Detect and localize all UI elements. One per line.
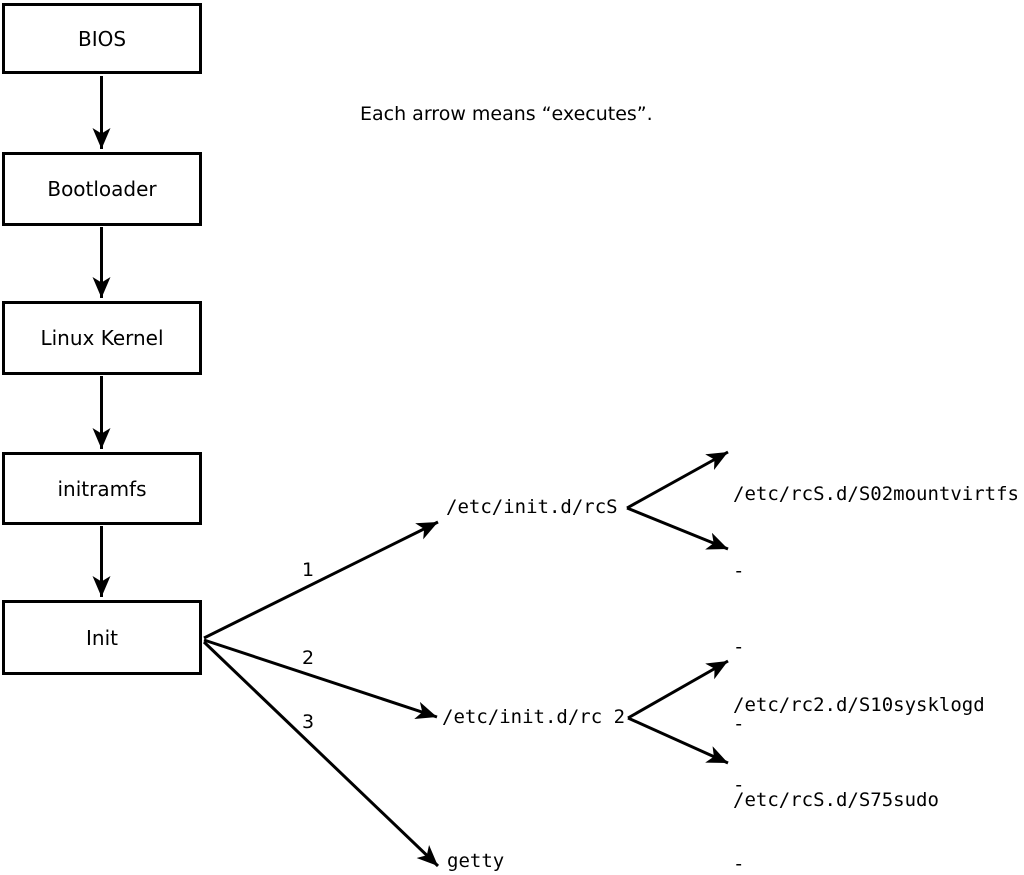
- box-linux-kernel: Linux Kernel: [2, 301, 202, 375]
- list-item: -: [733, 712, 745, 735]
- box-bootloader-label: Bootloader: [47, 177, 157, 201]
- arrow-rc2-to-s10: [627, 659, 729, 720]
- box-initramfs: initramfs: [2, 452, 202, 525]
- rc2-children-list: /etc/rc2.d/S10sysklogd - - - /etc/rc2.d/…: [733, 639, 985, 875]
- box-linux-kernel-label: Linux Kernel: [40, 326, 164, 350]
- arrow-init-to-rcs: [203, 520, 439, 640]
- list-item: /etc/rc2.d/S10sysklogd: [733, 694, 985, 716]
- arrow-init-to-rc2: [203, 638, 438, 719]
- branch-3-number: 3: [302, 711, 315, 733]
- arrow-rcs-to-s02: [626, 450, 729, 510]
- script-rcs-label: /etc/init.d/rcS: [446, 496, 618, 518]
- list-item: -: [733, 773, 745, 796]
- box-init-label: Init: [86, 625, 118, 650]
- box-bios-label: BIOS: [77, 26, 127, 51]
- list-item: -: [733, 636, 745, 658]
- script-getty-label: getty: [447, 850, 505, 872]
- arrow-rcs-to-s75: [626, 506, 729, 551]
- list-item: -: [733, 853, 745, 875]
- list-item: -: [733, 559, 745, 582]
- list-item: /etc/rcS.d/S75sudo: [733, 789, 939, 811]
- branch-1-number: 1: [302, 559, 315, 581]
- box-bootloader: Bootloader: [2, 152, 202, 226]
- list-item: /etc/rcS.d/S02mountvirtfs: [733, 483, 1019, 505]
- box-init: Init: [2, 600, 202, 675]
- arrow-rc2-to-s99: [627, 716, 729, 765]
- legend-note: Each arrow means “executes”.: [360, 103, 653, 125]
- branch-2-number: 2: [302, 647, 315, 669]
- arrow-init-to-getty: [202, 640, 440, 868]
- box-bios: BIOS: [2, 3, 202, 74]
- box-initramfs-label: initramfs: [57, 476, 147, 501]
- rcs-children-list: /etc/rcS.d/S02mountvirtfs - - - /etc/rcS…: [733, 431, 1019, 865]
- script-rc2-label: /etc/init.d/rc 2: [442, 706, 626, 728]
